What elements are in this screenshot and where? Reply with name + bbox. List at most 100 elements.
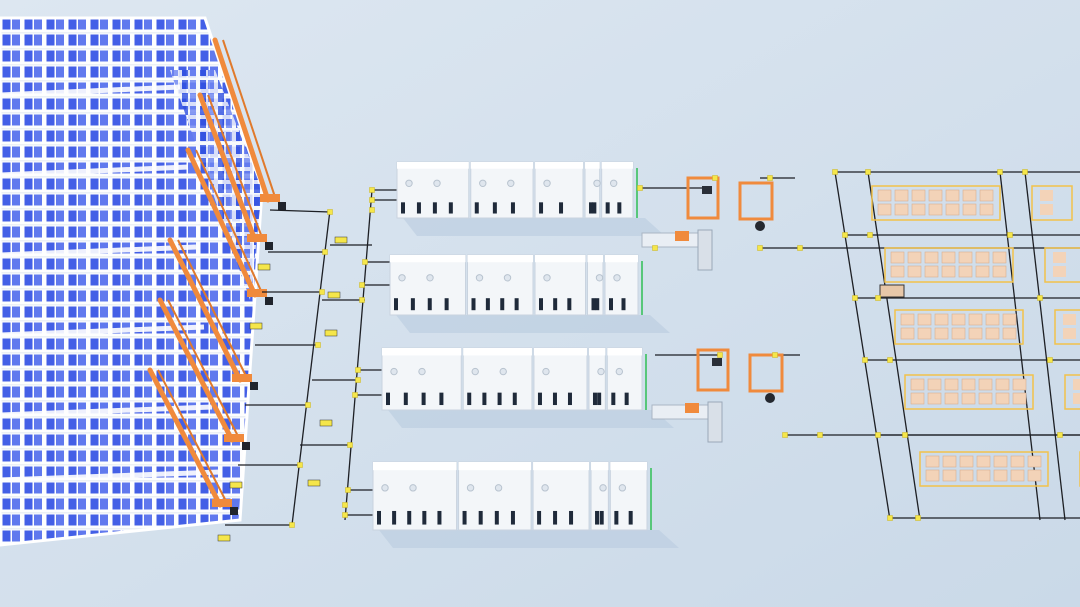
station-tag [319, 419, 333, 427]
machine-window [485, 298, 490, 311]
waypoint-marker [352, 392, 358, 398]
waypoint-marker [875, 295, 881, 301]
pallet-cargo [1053, 266, 1066, 277]
rack-aisle-divider [0, 84, 181, 98]
machine-vent [433, 179, 441, 187]
machine-vent [542, 367, 550, 376]
pallet-cargo [976, 455, 991, 468]
machine-module [590, 461, 609, 531]
agv-track [1024, 171, 1066, 521]
waypoint-marker [717, 352, 723, 358]
rack-aisle-divider [0, 164, 189, 178]
machine-vent [503, 274, 512, 282]
pallet-cargo [958, 251, 973, 264]
machine-window [589, 202, 594, 214]
machine-vent [409, 484, 417, 492]
pallet-cargo [1027, 455, 1042, 468]
pallet-cargo [934, 313, 949, 326]
waypoint-marker [862, 357, 868, 363]
waypoint-marker [797, 245, 803, 251]
machine-window [403, 392, 408, 406]
machine-vent [541, 484, 549, 492]
machine-module [462, 347, 533, 411]
machine-window [628, 510, 633, 525]
station-tag [217, 534, 231, 542]
machine-window [448, 202, 453, 214]
machine-window [537, 392, 542, 406]
machine-window [471, 298, 476, 311]
machine-vent [499, 367, 507, 376]
pallet-cargo [927, 392, 942, 405]
machine-window [478, 510, 483, 525]
machine-module [588, 347, 606, 411]
robot-controller [755, 221, 765, 231]
waypoint-marker [1007, 232, 1013, 238]
robot-gantry [738, 181, 774, 221]
pallet-cargo [894, 203, 909, 216]
pallet-cargo [911, 203, 926, 216]
machine-window [492, 202, 497, 214]
pallet-cargo [1040, 190, 1053, 201]
waypoint-marker [305, 402, 311, 408]
machine-vent [613, 274, 621, 282]
machine-window [567, 298, 572, 311]
machine-window [482, 392, 487, 406]
waypoint-markers [217, 169, 1063, 542]
pallet-cargo [894, 189, 909, 202]
waypoint-marker [842, 232, 848, 238]
pallet-row [894, 309, 1080, 345]
stacker-crane [212, 37, 286, 210]
rack-aisle-divider [0, 404, 213, 418]
machine-vent [593, 179, 601, 187]
waypoint-marker [1057, 432, 1063, 438]
pallet-row [919, 451, 1080, 487]
machine-module [609, 461, 648, 531]
waypoint-marker [1022, 169, 1028, 175]
pallet-cargo [944, 392, 959, 405]
pallet-zone-outline [1044, 247, 1080, 283]
machine-window [539, 202, 544, 214]
station-tag [324, 329, 338, 337]
pallet-cargo [945, 189, 960, 202]
machine-window [494, 510, 499, 525]
machine-window [422, 510, 427, 525]
conveyor [651, 404, 713, 420]
machine-window [497, 392, 502, 406]
stacker-crane [197, 92, 273, 250]
pallet-cargo [961, 378, 976, 391]
production-line [396, 161, 665, 236]
rack-aisle-divider [0, 469, 221, 483]
machine-module [606, 347, 643, 411]
waypoint-marker [767, 175, 773, 181]
machine-module [584, 161, 601, 219]
machine-vent [615, 367, 624, 376]
waypoint-marker [347, 442, 353, 448]
robot-gantry [748, 353, 784, 393]
machine-window [617, 202, 622, 214]
pallet-cargo [900, 327, 915, 340]
waypoint-marker [342, 502, 348, 508]
machine-module [533, 347, 588, 411]
pallet-cargo [979, 189, 994, 202]
waypoint-marker [319, 289, 325, 295]
stacker-crane [167, 237, 258, 390]
machine-window [467, 392, 472, 406]
rack-aisle-divider [0, 324, 205, 338]
pallet-cargo [962, 203, 977, 216]
waypoint-marker [852, 295, 858, 301]
machine-window [599, 510, 604, 525]
machine-window [537, 510, 542, 525]
waypoint-marker [369, 187, 375, 193]
pallet-cargo [944, 378, 959, 391]
station-tag [327, 291, 341, 299]
crane-docking-point [265, 242, 273, 250]
machine-vent [381, 484, 389, 492]
robot-head [702, 186, 712, 194]
machine-module [534, 161, 584, 219]
station-tag [257, 263, 271, 271]
pallet-cargo [877, 203, 892, 216]
waypoint-marker [1037, 295, 1043, 301]
robot-cells [641, 176, 784, 443]
pallet-cargo [934, 327, 949, 340]
